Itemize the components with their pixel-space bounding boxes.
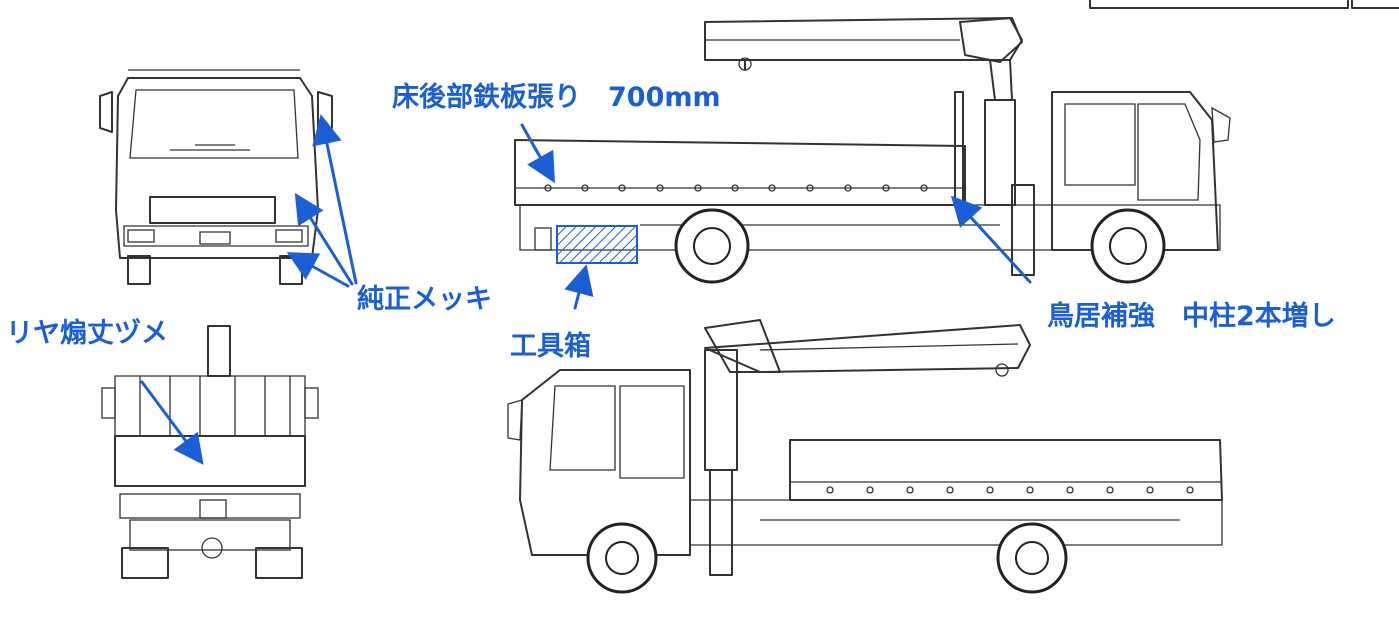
title-frame-corner [1089,0,1399,9]
label-torii: 鳥居補強 中柱2本増し [1047,301,1336,332]
label-chrome-parts: 純正メッキ [357,284,492,315]
arrow-chrome-bumper [286,252,350,288]
arrow-chrome-grille [294,192,354,286]
truck-front-view [99,69,333,285]
truck-side-view-bottom [507,319,1223,594]
arrow-chrome-mirror [312,114,358,285]
tool-box-highlight [556,225,638,264]
label-bed-plate: 床後部鉄板張り 700mm [392,82,721,113]
truck-rear-view [101,325,319,579]
arrow-rear-gate [140,380,204,465]
arrow-tool-box [564,264,594,310]
label-tool-box: 工具箱 [510,331,591,362]
arrow-bed-plate [520,123,555,184]
arrow-torii [950,195,1032,284]
annotation-arrows [140,114,1032,465]
label-rear-gate: リヤ煽丈ヅメ [6,318,168,349]
truck-side-view-top [514,17,1231,284]
